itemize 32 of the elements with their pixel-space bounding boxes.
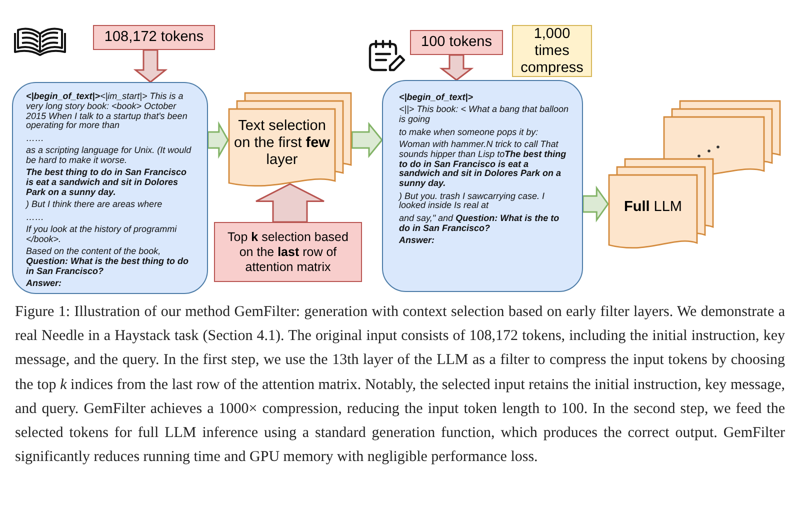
prompt-text: ……	[26, 134, 45, 144]
layer-stack	[608, 158, 714, 250]
block-arrow	[255, 183, 325, 223]
callout-box: 1,000 times compress	[512, 25, 592, 77]
block-arrow	[207, 121, 229, 159]
prompt-text: The best thing to do in San Francisco is eat a sandwich and sit in Dolores Park on a sunny day.	[26, 168, 188, 198]
prompt-text: Answer:	[26, 279, 63, 290]
callout-box: 100 tokens	[410, 30, 503, 55]
prompt-text: to make when someone pops it by:	[399, 128, 540, 138]
callout-box: Top k selection based on the last row of attention matrix	[214, 222, 362, 282]
prompt-text: If you look at the history of programmi </book>.	[26, 225, 178, 245]
prompt-text: ……	[26, 212, 45, 223]
prompt-text: as a scripting language for Unix. (It would be hard to make it worse.	[26, 146, 192, 166]
block-arrow	[133, 49, 168, 83]
layer-label: Full LLM	[622, 198, 684, 216]
block-arrow	[582, 186, 609, 222]
layer-stack	[228, 92, 352, 188]
prompt-text: ) But you. trash I sawcarrying case. I looked inside Is real at	[399, 192, 546, 212]
layer-label: Text selection on the first few layer	[233, 116, 331, 170]
prompt-text-box	[382, 80, 583, 292]
callout-box: 108,172 tokens	[93, 25, 215, 50]
prompt-text-box	[12, 82, 208, 294]
prompt-text: Answer:	[399, 236, 436, 246]
block-arrow	[351, 122, 383, 158]
prompt-text: <|begin_of_text|>	[399, 93, 474, 103]
prompt-text: Woman with hammer.N trick to call That sounds hipper than Lisp toThe best thing to do in San Francisco is eat a sandwich and sit in Dolores Park on a sunny day.	[399, 140, 568, 189]
prompt-text: and say," and Question: What is the to do in San Francisco?	[399, 214, 560, 234]
prompt-text: Based on the content of the book, Question: What is the best thing to do in San Francisco?	[26, 247, 190, 277]
figure-caption: Figure 1: Illustration of our method GemFilter: generation with context selection based on early filter layers. We demonstrate a real Needle in a Haystack task (Section 4.1). The original input consists of 108,172 tokens, including the initial instruction, key message, and the query. In the first step, we use the 13th layer of the LLM as a filter to compress the input tokens by choosing the top k indices from the last row of the attention matrix. Notably, the selected input retains the initial instruction, key message, and query. GemFilter achieves a 1000× compression, reducing the input token length to 100. In the second step, we feed the selected tokens for full LLM inference using a standard generation function, which produces the correct output. GemFilter significantly reduces running time and GPU memory with negligible performance loss.	[15, 303, 785, 468]
block-arrow	[439, 54, 474, 81]
prompt-text: <|begin_of_text|><|im_start|> This is a very long story book: <book> October 2015 When I talk to a startup that's been operating for more than	[26, 92, 188, 132]
prompt-text: ) But I think there are areas where	[26, 200, 164, 210]
